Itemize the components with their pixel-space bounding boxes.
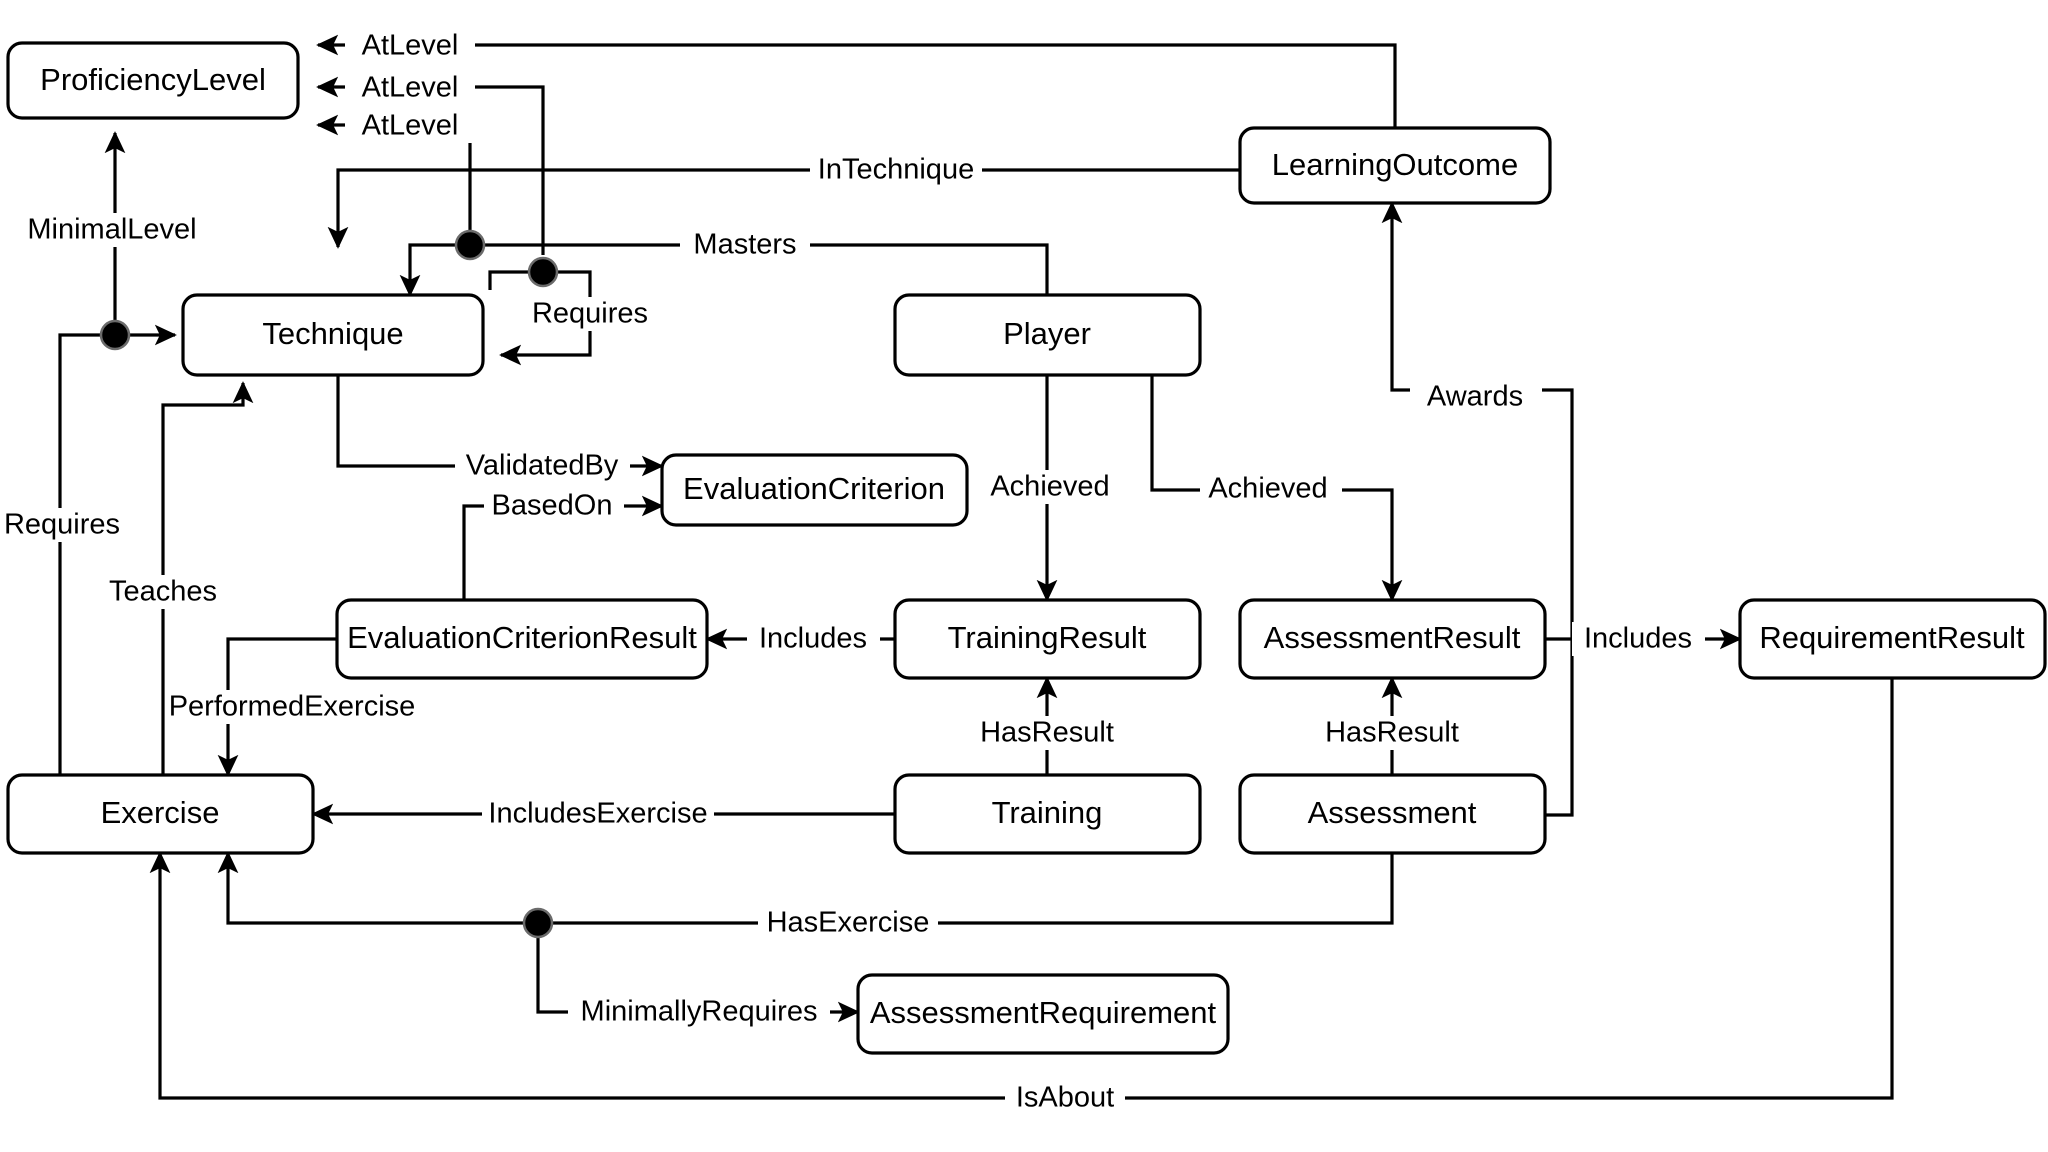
node-proficiencylevel[interactable]: ProficiencyLevel — [6, 41, 300, 120]
node-evaluationcriterionresult[interactable]: EvaluationCriterionResult — [335, 598, 709, 680]
label-bg-hasresult-1 — [972, 716, 1122, 750]
node-box-player[interactable] — [893, 293, 1202, 377]
edge-awards — [1381, 201, 1574, 817]
node-label-proficiencylevel: ProficiencyLevel — [40, 62, 266, 97]
edge-label-validatedby: ValidatedBy — [466, 450, 619, 482]
edge-label-atlevel-3: AtLevel — [362, 110, 459, 142]
label-bg-performedexercise — [168, 690, 416, 724]
node-box-evaluationcriterion[interactable] — [660, 453, 969, 527]
label-bg-hasresult-2 — [1317, 716, 1467, 750]
node-label-player: Player — [1003, 316, 1091, 351]
node-technique[interactable]: Technique — [181, 293, 485, 377]
label-bg-teaches — [105, 575, 227, 609]
edge-label-hasexercise: HasExercise — [767, 907, 930, 939]
label-bg-intechnique — [810, 153, 982, 187]
edge-label-atlevel-2: AtLevel — [362, 72, 459, 104]
label-bg-minimallyrequires — [568, 995, 830, 1029]
node-box-assessment[interactable] — [1238, 773, 1547, 855]
edge-label-includes-1: Includes — [759, 623, 867, 655]
node-learningoutcome[interactable]: LearningOutcome — [1238, 126, 1552, 205]
node-label-learningoutcome: LearningOutcome — [1272, 147, 1518, 182]
edge-label-atlevel-1: AtLevel — [362, 30, 459, 62]
node-evaluationcriterion[interactable]: EvaluationCriterion — [660, 453, 969, 527]
label-bg-achieved-1 — [984, 470, 1126, 504]
node-label-evaluationcriterion: EvaluationCriterion — [683, 471, 945, 506]
edge-atlevel-1 — [316, 34, 1397, 128]
edge-performedexercise — [217, 637, 337, 777]
node-label-training: Training — [992, 795, 1103, 830]
edge-label-basedon: BasedOn — [492, 490, 613, 522]
node-requirementresult[interactable]: RequirementResult — [1738, 598, 2047, 680]
node-exercise[interactable]: Exercise — [6, 773, 315, 855]
junction-dot-hasexercise — [522, 907, 554, 939]
edge-label-group: AtLevel AtLevel AtLevel MinimalLevel InT… — [0, 29, 1705, 1115]
node-label-evaluationcriterionresult: EvaluationCriterionResult — [347, 620, 697, 655]
node-player[interactable]: Player — [893, 293, 1202, 377]
label-bg-minimallevel — [22, 213, 202, 247]
node-box-assessmentrequirement[interactable] — [856, 973, 1230, 1055]
node-box-technique[interactable] — [181, 293, 485, 377]
node-label-assessmentrequirement: AssessmentRequirement — [870, 995, 1217, 1030]
node-box-exercise[interactable] — [6, 773, 315, 855]
label-bg-hasexercise — [758, 906, 938, 940]
node-box-training[interactable] — [893, 773, 1202, 855]
label-bg-masters — [680, 228, 810, 262]
label-bg-isabout — [1005, 1081, 1125, 1115]
edge-label-awards: Awards — [1427, 381, 1523, 413]
edge-label-achieved-2: Achieved — [1208, 473, 1327, 505]
label-bg-validatedby — [455, 449, 630, 483]
node-label-assessmentresult: AssessmentResult — [1264, 620, 1521, 655]
edge-label-requires-self: Requires — [532, 298, 648, 330]
node-assessmentrequirement[interactable]: AssessmentRequirement — [856, 973, 1230, 1055]
node-trainingresult[interactable]: TrainingResult — [893, 598, 1202, 680]
edge-label-achieved-1: Achieved — [990, 471, 1109, 503]
edge-label-requires: Requires — [4, 509, 120, 541]
label-bg-atlevel-3 — [345, 109, 475, 143]
node-box-evaluationcriterionresult[interactable] — [335, 598, 709, 680]
node-training[interactable]: Training — [893, 773, 1202, 855]
node-assessment[interactable]: Assessment — [1238, 773, 1547, 855]
edge-requires-self-stub — [488, 270, 543, 290]
edge-label-teaches: Teaches — [109, 576, 217, 608]
node-label-requirementresult: RequirementResult — [1759, 620, 2025, 655]
node-box-learningoutcome[interactable] — [1238, 126, 1552, 205]
label-bg-atlevel-1 — [345, 29, 475, 63]
label-bg-requires-self — [525, 297, 652, 331]
edge-label-includesexercise: IncludesExercise — [488, 798, 707, 830]
label-bg-includes-1 — [747, 622, 880, 656]
label-bg-awards — [1410, 380, 1542, 414]
label-bg-atlevel-2 — [345, 71, 475, 105]
edge-label-hasresult-2: HasResult — [1325, 717, 1459, 749]
node-label-trainingresult: TrainingResult — [948, 620, 1147, 655]
node-box-requirementresult[interactable] — [1738, 598, 2047, 680]
node-box-proficiencylevel[interactable] — [6, 41, 300, 120]
edge-label-minimallevel: MinimalLevel — [27, 214, 196, 246]
edge-label-hasresult-1: HasResult — [980, 717, 1114, 749]
label-bg-basedon — [484, 489, 624, 523]
label-bg-includes-2 — [1572, 622, 1705, 656]
edge-requires — [58, 324, 177, 775]
edge-label-performedexercise: PerformedExercise — [169, 691, 416, 723]
edge-label-masters: Masters — [693, 229, 796, 261]
junction-dot-requires — [527, 256, 559, 288]
edge-label-intechnique: InTechnique — [818, 154, 974, 186]
label-bg-achieved-2 — [1200, 472, 1342, 506]
edge-label-isabout: IsAbout — [1016, 1082, 1114, 1114]
edge-masters — [399, 243, 1049, 297]
junction-dot-masters — [454, 229, 486, 261]
label-bg-requires — [0, 508, 127, 542]
edge-label-includes-2: Includes — [1584, 623, 1692, 655]
node-box-assessmentresult[interactable] — [1238, 598, 1547, 680]
node-box-trainingresult[interactable] — [893, 598, 1202, 680]
node-label-assessment: Assessment — [1308, 795, 1477, 830]
node-label-technique: Technique — [262, 316, 403, 351]
label-bg-includesexercise — [482, 797, 714, 831]
node-label-exercise: Exercise — [101, 795, 220, 830]
node-assessmentresult[interactable]: AssessmentResult — [1238, 598, 1547, 680]
junction-dot-minimallevel — [99, 319, 131, 351]
edge-label-minimallyrequires: MinimallyRequires — [581, 996, 818, 1028]
